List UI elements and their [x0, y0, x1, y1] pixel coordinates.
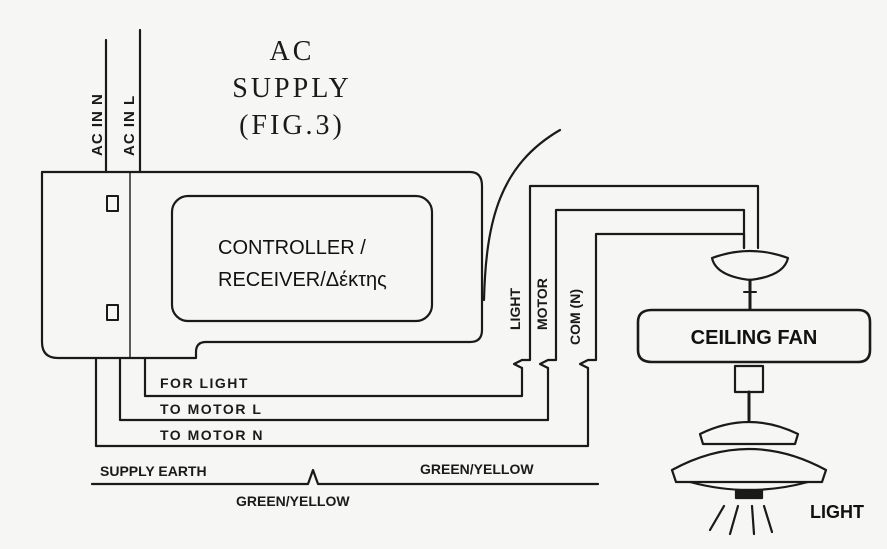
terminal-label-motor: MOTOR: [534, 278, 550, 330]
light-bulb-base: [734, 488, 764, 500]
light-kit-coupler: [733, 364, 765, 394]
light-terminal-hook: [512, 358, 524, 370]
ac-in-l-label: AC IN L: [121, 95, 138, 156]
ac-in-n-label: AC IN N: [89, 93, 106, 156]
light-label: LIGHT: [810, 502, 864, 522]
supply-earth-label: SUPPLY EARTH: [100, 463, 207, 479]
com-wire: [586, 232, 746, 362]
green-yellow-right-label: GREEN/YELLOW: [420, 461, 534, 477]
fan-canopy: [710, 249, 790, 282]
light-shade-bottom: [688, 480, 810, 492]
light-shade-middle: [670, 448, 828, 484]
light-ray-3: [750, 504, 756, 536]
terminal-label-com: COM (N): [567, 289, 583, 345]
terminal-square-bottom: [106, 304, 119, 321]
title-line-3: (FIG.3): [239, 110, 345, 141]
controller-label-line-1: CONTROLLER /: [218, 237, 366, 259]
terminal-square-top: [106, 195, 119, 212]
light-ray-1: [708, 504, 726, 532]
controller-inner-panel: [170, 194, 434, 323]
motor-terminal-hook: [538, 358, 550, 370]
to-motor-n-label: TO MOTOR N: [160, 427, 264, 443]
supply-earth-wire: [90, 468, 600, 486]
for-light-label: FOR LIGHT: [160, 375, 249, 391]
light-wire: [520, 184, 760, 362]
title-line-2: SUPPLY: [232, 73, 351, 104]
to-motor-n-wire: [94, 356, 590, 448]
light-shade-top: [698, 420, 800, 446]
to-motor-l-label: TO MOTOR L: [160, 401, 262, 417]
light-ray-4: [762, 504, 774, 534]
light-ray-2: [728, 504, 740, 536]
antenna-wire: [482, 128, 562, 302]
ceiling-fan-housing: [636, 308, 872, 364]
terminal-label-light: LIGHT: [507, 288, 523, 330]
controller-housing: [40, 170, 484, 360]
controller-label-line-2: RECEIVER/Δέκτης: [218, 269, 387, 291]
ceiling-fan-label: CEILING FAN: [691, 327, 818, 349]
title-line-1: AC: [270, 36, 315, 67]
motor-wire: [546, 208, 746, 362]
for-light-wire: [143, 356, 524, 398]
com-terminal-hook: [578, 358, 590, 370]
to-motor-l-wire: [118, 356, 550, 422]
green-yellow-bottom-label: GREEN/YELLOW: [236, 493, 350, 509]
